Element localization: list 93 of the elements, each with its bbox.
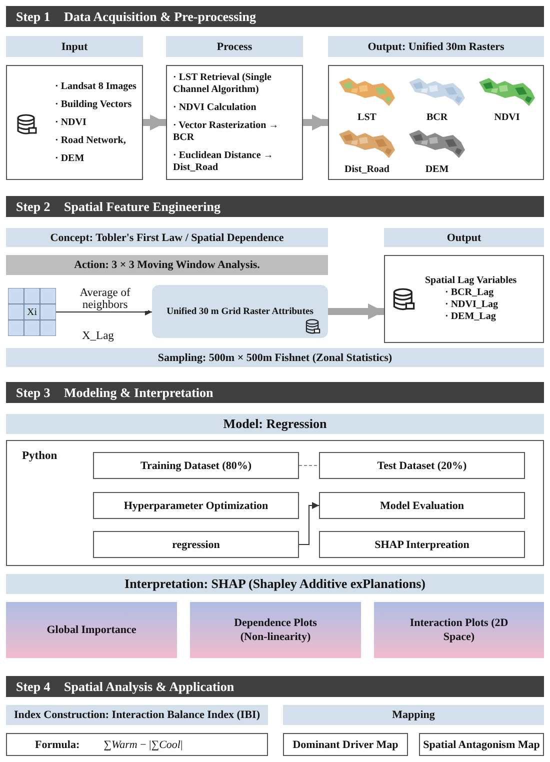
formula: ∑Warm − |∑Cool| (104, 738, 183, 750)
section-band (283, 705, 544, 725)
list-item: · Landsat 8 Images (55, 80, 136, 92)
content-box (6, 440, 544, 566)
step-header-bar (6, 382, 544, 403)
content-box (384, 255, 544, 343)
list-item: · Building Vectors (55, 98, 132, 110)
content-box (319, 452, 525, 479)
list-item: · Road Network, (55, 134, 126, 146)
result-card (190, 602, 361, 658)
section-band (6, 36, 143, 57)
band-label: Output: Unified 30m Rasters (366, 40, 506, 54)
content-box (419, 733, 544, 756)
step-number: Step 4 (16, 678, 52, 694)
result-card (374, 602, 544, 658)
band-label: Index Construction: Interaction Balance Index (IBI) (13, 708, 261, 722)
section-band (6, 348, 544, 367)
list-item: · Vector Rasterization → BCR (173, 120, 280, 144)
box-label: Training Dataset (80%) (139, 458, 252, 472)
map-caption: LST (358, 112, 376, 122)
band-label: Input (60, 40, 89, 54)
list-item: · NDVI (55, 116, 86, 128)
step-header-bar (6, 6, 544, 27)
list-item: · NDVI Calculation (173, 102, 256, 114)
content-box (6, 733, 268, 756)
step-header-bar (6, 196, 544, 217)
action-band (6, 255, 328, 275)
band-label: Action: 3 × 3 Moving Window Analysis. (73, 258, 261, 272)
box-label: Dominant Driver Map (292, 738, 400, 752)
arrow (56, 308, 152, 316)
list-item: · LST Retrieval (Single Channel Algorithm) (173, 72, 272, 96)
step-title: Spatial Feature Engineering (64, 198, 220, 214)
band-label: Mapping (391, 708, 436, 722)
step-title: Modeling & Interpretation (64, 384, 214, 400)
content-box (93, 531, 299, 558)
step-header-bar (6, 676, 544, 697)
section-band (6, 705, 268, 725)
list-item: · DEM (55, 152, 84, 164)
box-label: Hyperparameter Optimization (122, 498, 270, 512)
connector-line (298, 465, 320, 466)
band-label: Output (446, 230, 482, 244)
box-label: Unified 30 m Grid Raster Attributes (166, 306, 314, 318)
content-box (6, 65, 143, 180)
content-box (93, 452, 299, 479)
step-title: Spatial Analysis & Application (64, 678, 234, 694)
content-box (319, 531, 525, 558)
band-label: Model: Regression (222, 417, 328, 431)
box-label: Interaction Plots (2D Space) (408, 616, 510, 644)
step-number: Step 1 (16, 8, 52, 24)
box-label: Test Dataset (20%) (376, 458, 468, 472)
list-item: · NDVI_Lag (445, 299, 498, 311)
cell-label: Xi (27, 306, 37, 318)
band-label: Concept: Tobler's First Law / Spatial Dependence (49, 230, 285, 244)
list-heading: Spatial Lag Variables (425, 275, 517, 287)
map-caption: NDVI (494, 112, 520, 122)
box-label: Global Importance (46, 623, 138, 637)
list-item: · Euclidean Distance → Dist_Road (173, 150, 274, 174)
language-label: Python (22, 450, 58, 462)
content-box (319, 492, 525, 519)
block-arrow (143, 114, 166, 130)
content-box (328, 65, 544, 180)
band-label: Sampling: 500m × 500m Fishnet (Zonal Statistics) (156, 350, 394, 364)
content-box (93, 492, 299, 519)
step-number: Step 2 (16, 198, 52, 214)
section-band (6, 574, 544, 594)
formula-label: Formula: (35, 738, 80, 750)
map-caption: BCR (426, 112, 448, 122)
block-arrow (303, 114, 328, 130)
band-label: Interpretation: SHAP (Shapley Additive exPlanations) (124, 577, 426, 591)
box-label: SHAP Interpreation (374, 538, 470, 552)
block-arrow (328, 304, 384, 320)
box-label: regression (171, 538, 221, 552)
raster-panel (152, 285, 328, 338)
section-band (384, 228, 544, 247)
list-item: · DEM_Lag (445, 311, 496, 323)
result-card (6, 602, 177, 658)
list-item: · BCR_Lag (445, 287, 494, 299)
step-number: Step 3 (16, 384, 52, 400)
band-label: Process (216, 40, 254, 54)
box-label: Model Evaluation (378, 498, 466, 512)
section-band (328, 36, 544, 57)
arrow (298, 502, 320, 545)
step-title: Data Acquisition & Pre-processing (64, 8, 256, 24)
variable-label: X_Lag (82, 330, 114, 342)
section-band (6, 228, 328, 247)
box-label: Dependence Plots (Non-linearity) (233, 616, 318, 644)
content-box (283, 733, 408, 756)
box-label: Spatial Antagonism Map (422, 738, 541, 752)
map-caption: DEM (425, 164, 449, 174)
content-box (166, 65, 303, 180)
section-band (6, 414, 544, 434)
map-caption: Dist_Road (344, 164, 390, 174)
section-band (166, 36, 303, 57)
